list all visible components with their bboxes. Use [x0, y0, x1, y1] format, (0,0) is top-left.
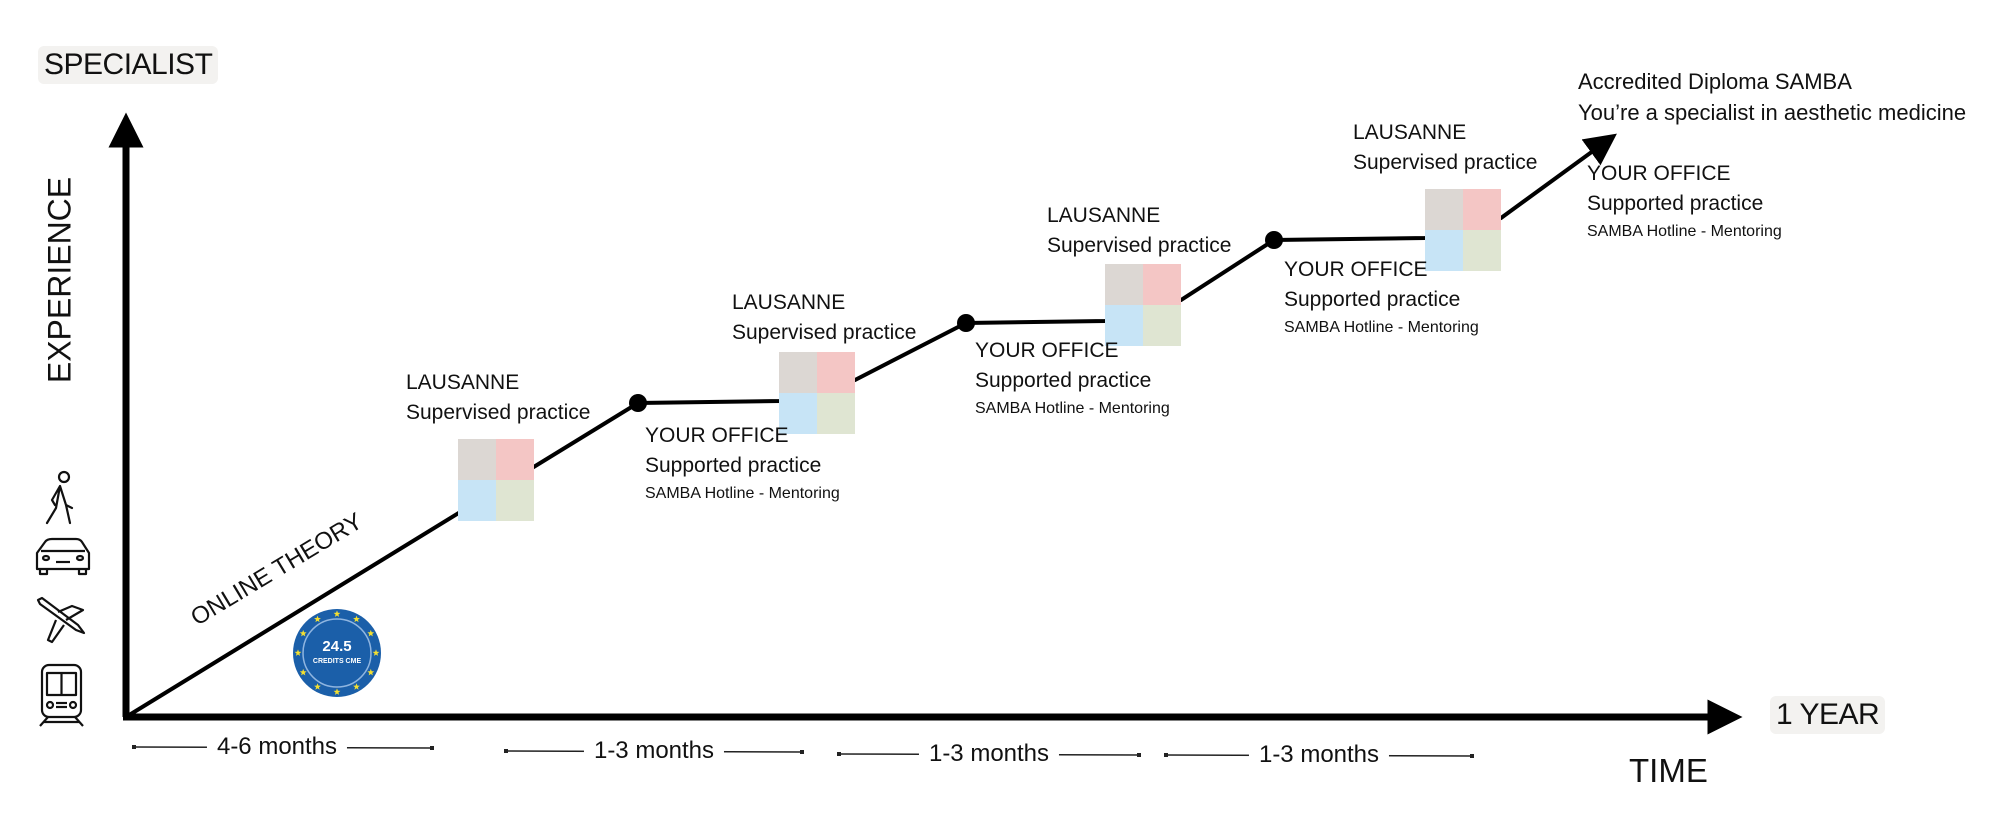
photo-tile: [779, 352, 855, 434]
duration-label: 1-3 months: [583, 737, 725, 765]
goal-label: Accredited Diploma SAMBA You’re a special…: [1578, 66, 1966, 128]
duration-label: 1-3 months: [1248, 741, 1390, 769]
stage-note: SAMBA Hotline - Mentoring: [975, 400, 1170, 417]
stage-title: YOUR OFFICE: [1284, 258, 1428, 281]
badge-value: 24.5: [322, 638, 352, 655]
star-icon: [372, 649, 380, 656]
y-axis-top-label: SPECIALIST: [38, 46, 219, 84]
train-icon: [39, 663, 84, 727]
star-icon: [333, 688, 341, 695]
stage-subtitle: Supervised practice: [1047, 234, 1232, 257]
milestone-dot: [629, 394, 647, 412]
stage-subtitle: Supervised practice: [406, 401, 591, 424]
star-icon: [314, 615, 321, 623]
stage-title: YOUR OFFICE: [1587, 162, 1731, 185]
star-icon: [367, 629, 375, 637]
goal-title: Accredited Diploma SAMBA: [1578, 69, 1852, 94]
stage-lausanne-4: LAUSANNE Supervised practice: [1353, 118, 1537, 178]
duration-label: 1-3 months: [918, 740, 1060, 768]
stage-note: SAMBA Hotline - Mentoring: [1284, 319, 1479, 336]
photo-tile: [458, 439, 534, 521]
stage-subtitle: Supported practice: [645, 454, 822, 477]
cme-credits-badge: [293, 609, 381, 697]
star-icon: [299, 668, 307, 676]
star-icon: [353, 683, 360, 690]
star-icon: [294, 649, 302, 656]
stage-title: LAUSANNE: [1353, 121, 1467, 144]
star-icon: [353, 615, 360, 623]
stage-title: YOUR OFFICE: [645, 424, 789, 447]
stage-subtitle: Supervised practice: [1353, 151, 1538, 174]
stage-title: YOUR OFFICE: [975, 339, 1119, 362]
x-axis-end-label: 1 YEAR: [1770, 696, 1886, 734]
airplane-icon: [36, 596, 86, 644]
walking-person-icon: [45, 470, 74, 525]
stage-subtitle: Supported practice: [1587, 192, 1764, 215]
goal-subtitle: You’re a specialist in aesthetic medicin…: [1578, 100, 1967, 125]
stage-lausanne-3: LAUSANNE Supervised practice: [1047, 201, 1231, 261]
stage-subtitle: Supported practice: [1284, 288, 1461, 311]
photo-tile: [1425, 189, 1501, 271]
stage-note: SAMBA Hotline - Mentoring: [645, 485, 840, 502]
star-icon: [299, 629, 307, 637]
stage-title: LAUSANNE: [732, 291, 846, 314]
y-axis-label: EXPERIENCE: [41, 176, 78, 384]
stage-subtitle: Supported practice: [975, 369, 1152, 392]
stage-note: SAMBA Hotline - Mentoring: [1587, 223, 1782, 240]
badge-label: CREDITS CME: [312, 658, 362, 665]
x-axis-label: TIME: [1629, 752, 1708, 789]
stage-title: LAUSANNE: [1047, 204, 1161, 227]
star-icon: [367, 668, 375, 676]
stage-lausanne-1: LAUSANNE Supervised practice: [406, 368, 590, 428]
stage-title: LAUSANNE: [406, 371, 520, 394]
stage-subtitle: Supervised practice: [732, 321, 917, 344]
duration-label: 4-6 months: [206, 733, 348, 761]
photo-tile: [1105, 264, 1181, 346]
star-icon: [314, 683, 321, 690]
star-icon: [333, 610, 341, 617]
car-icon: [35, 537, 91, 576]
milestone-dot: [1265, 231, 1283, 249]
milestone-dot: [957, 314, 975, 332]
stage-lausanne-2: LAUSANNE Supervised practice: [732, 288, 916, 348]
